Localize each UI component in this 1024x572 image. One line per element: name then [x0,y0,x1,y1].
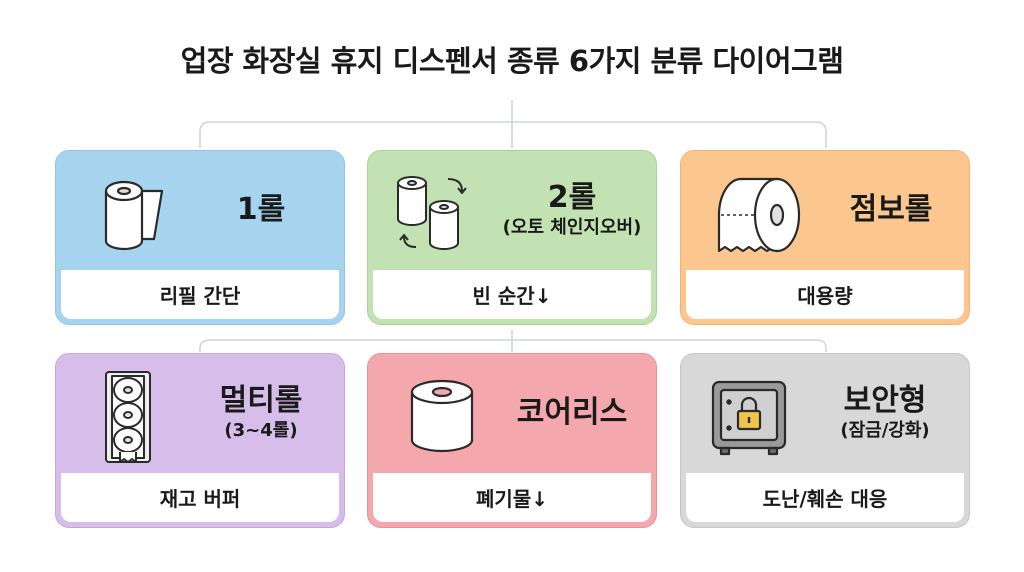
card-label: 점보롤 [811,151,969,269]
card-jumbo-roll: 점보롤 대용량 [680,150,970,325]
multi-roll-stack-icon [100,368,160,470]
card-label: 멀티롤 (3~4롤) [176,354,344,472]
card-label: 1롤 [176,151,344,269]
card-security: 보안형 (잠금/강화) 도난/훼손 대응 [680,353,970,528]
card-label: 2롤 (오토 체인지오버) [486,151,656,269]
card-title: 코어리스 [516,394,628,430]
single-roll-icon [88,173,174,257]
jumbo-roll-icon [711,173,811,263]
lock-safe-icon [709,376,789,464]
coreless-roll-icon [404,376,484,464]
card-title: 2롤 [547,180,597,216]
card-description: 재고 버퍼 [61,473,339,522]
card-subtitle: (잠금/강화) [840,419,930,441]
card-multi-roll: 멀티롤 (3~4롤) 재고 버퍼 [55,353,345,528]
card-label: 코어리스 [486,354,656,472]
card-description: 리필 간단 [61,270,339,319]
card-label: 보안형 (잠금/강화) [799,354,969,472]
card-title: 1롤 [236,191,286,227]
two-roll-changeover-icon [390,171,498,261]
card-description: 폐기물↓ [373,473,651,522]
card-description: 도난/훼손 대응 [686,473,964,522]
card-subtitle: (3~4롤) [224,419,298,441]
card-title: 점보롤 [849,191,933,227]
diagram-title: 업장 화장실 휴지 디스펜서 종류 6가지 분류 다이어그램 [180,44,844,78]
card-single-roll: 1롤 리필 간단 [55,150,345,325]
card-coreless: 코어리스 폐기물↓ [367,353,657,528]
card-description: 빈 순간↓ [373,270,651,319]
card-two-roll: 2롤 (오토 체인지오버) 빈 순간↓ [367,150,657,325]
card-subtitle: (오토 체인지오버) [502,216,642,238]
card-title: 멀티롤 [219,383,303,419]
card-title: 보안형 [843,383,927,419]
card-description: 대용량 [686,270,964,319]
